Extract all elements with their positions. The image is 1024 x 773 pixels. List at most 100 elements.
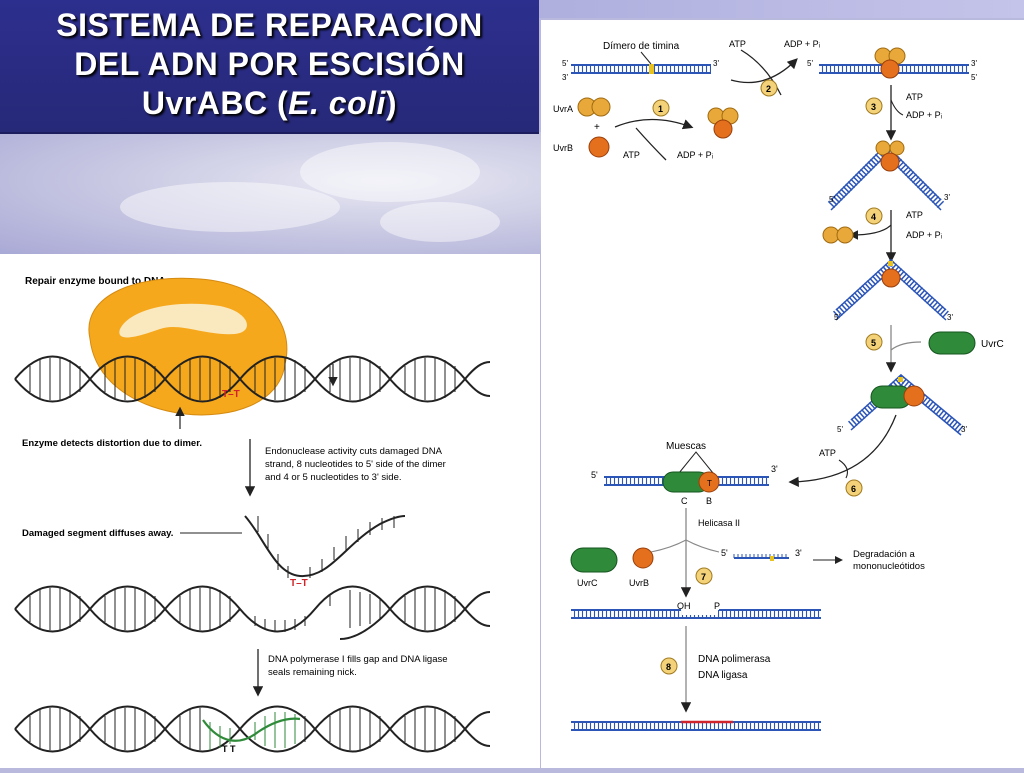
- uvrc-protein: [928, 331, 976, 355]
- step-6-number: 6: [851, 484, 856, 494]
- label-degradation-1: Degradación a: [853, 549, 916, 560]
- bent-dna-2: [832, 258, 950, 321]
- label-adp-3: ADP + Pᵢ: [906, 110, 942, 120]
- label-pol-1: DNA polymerase I fills gap and DNA ligas…: [268, 654, 448, 665]
- step7-right-curve: [685, 539, 720, 553]
- label-enzyme-bound: Repair enzyme bound to DNA: [25, 276, 166, 287]
- slide-title: SISTEMA DE REPARACION DEL ADN POR ESCISI…: [0, 0, 539, 123]
- excision-repair-diagram: Repair enzyme bound to DNA T–T Enzyme de…: [14, 276, 491, 754]
- uvrabc-diagram: 5' 3' 3' Dímero de timina UvrA + UvrB 1 …: [553, 39, 1004, 731]
- step3-curve: [890, 99, 904, 116]
- label-b: B: [706, 496, 712, 506]
- label-c: C: [681, 496, 688, 506]
- uvrb-released: [632, 547, 654, 569]
- label-adp-4: ADP + Pᵢ: [906, 230, 942, 240]
- label-endo-2: strand, 8 nucleotides to 5' side of the …: [265, 459, 446, 470]
- label-pol-2: seals remaining nick.: [268, 667, 357, 678]
- step-3-number: 3: [871, 102, 876, 112]
- label-5-r1: 5': [807, 59, 813, 68]
- repaired-dna: [571, 720, 821, 731]
- label-polymerase: DNA polimerasa: [698, 654, 771, 665]
- uvrb-complex: [713, 119, 733, 139]
- label-3-bent2: 3': [947, 313, 953, 322]
- step-8-badge: [660, 657, 678, 675]
- uvra-released-b: [836, 226, 854, 244]
- label-3-top: 3': [562, 73, 568, 82]
- label-3-bent3: 3': [961, 425, 967, 434]
- label-helicase: Helicasa II: [698, 518, 740, 528]
- label-endo-1: Endonuclease activity cuts damaged DNA: [265, 446, 443, 457]
- title-line-1: SISTEMA DE REPARACION: [56, 7, 483, 43]
- label-uvrb-2: UvrB: [629, 578, 649, 588]
- gapped-dna: [571, 609, 821, 619]
- dna-with-dimer: [571, 64, 711, 74]
- title-italic: E. coli: [288, 85, 386, 121]
- label-uvrc-1: UvrC: [981, 339, 1004, 350]
- title-prefix: UvrABC (: [141, 85, 289, 121]
- dna-helix-3: [14, 705, 491, 753]
- step-2-badge: [760, 79, 778, 97]
- label-p: P: [714, 601, 720, 611]
- dimer-mark: [649, 64, 654, 74]
- label-atp-6: ATP: [819, 448, 836, 458]
- title-line-2: DEL ADN POR ESCISIÓN: [74, 46, 465, 82]
- label-5-top: 5': [562, 59, 568, 68]
- dimer-pointer: [640, 51, 652, 65]
- label-tt-1: T–T: [222, 389, 240, 400]
- step-1-badge: [652, 99, 670, 117]
- label-ligase: DNA ligasa: [698, 670, 748, 681]
- dna-complex-bound: [819, 47, 969, 79]
- step-7-badge: [695, 567, 713, 585]
- dna-helix-1: [14, 355, 491, 403]
- label-degradation-2: mononucleótidos: [853, 561, 925, 572]
- excision-repair-panel: Repair enzyme bound to DNA T–T Enzyme de…: [0, 254, 540, 768]
- uvrc-released: [570, 547, 618, 573]
- bent-dna-1: [827, 140, 945, 211]
- step-3-badge: [865, 97, 883, 115]
- step-7-number: 7: [701, 572, 706, 582]
- label-oh: OH: [677, 601, 691, 611]
- label-uvra: UvrA: [553, 104, 573, 114]
- step6-atp-curve: [838, 459, 848, 479]
- step6-arrow: [788, 414, 897, 488]
- label-atp-2: ATP: [729, 39, 746, 49]
- label-tt-2: T–T: [290, 578, 308, 589]
- step2-atp-curve: [740, 49, 782, 96]
- nick-triangle: [677, 451, 715, 474]
- step-6-badge: [845, 479, 863, 497]
- background-photo: [0, 132, 545, 254]
- uvrb-protein: [588, 136, 610, 158]
- step1-atp-curve: [635, 127, 667, 161]
- label-5-bent1: 5': [829, 195, 835, 204]
- step-4-badge: [865, 207, 883, 225]
- label-nicks: Muescas: [666, 441, 706, 452]
- label-5-oligo: 5': [721, 548, 728, 558]
- label-3-bent1: 3': [944, 193, 950, 202]
- label-3-top-right: 3': [713, 59, 719, 68]
- step-4-number: 4: [871, 212, 876, 222]
- step4-release-arrow: [848, 224, 892, 240]
- uvra-protein-2: [591, 97, 611, 117]
- step1-arrow: [614, 118, 694, 130]
- label-tt-repaired: T T: [222, 744, 236, 754]
- label-plus: +: [594, 122, 600, 133]
- step-2-number: 2: [766, 84, 771, 94]
- label-5-bent2: 5': [834, 313, 840, 322]
- label-5-bent3: 5': [837, 425, 843, 434]
- label-detects: Enzyme detects distortion due to dimer.: [22, 438, 202, 449]
- label-adp-1: ADP + Pᵢ: [677, 150, 713, 160]
- step5-curve: [890, 341, 922, 351]
- uvrabc-diagram-panel: 5' 3' 3' Dímero de timina UvrA + UvrB 1 …: [541, 20, 1024, 768]
- step7-left-curve: [650, 539, 687, 553]
- label-5-r1b: 5': [971, 73, 977, 82]
- label-adp-2: ADP + Pᵢ: [784, 39, 820, 49]
- title-suffix: ): [385, 85, 398, 121]
- label-3-r1: 3': [971, 59, 977, 68]
- bent-dna-3: [847, 374, 964, 436]
- label-endo-3: and 4 or 5 nucleotides to 3' side.: [265, 472, 402, 483]
- label-uvrc-2: UvrC: [577, 578, 598, 588]
- title-line-3: UvrABC (E. coli): [0, 84, 539, 123]
- dna-helix-2: [14, 585, 491, 640]
- label-t: T: [707, 479, 712, 488]
- label-atp-1: ATP: [623, 150, 640, 160]
